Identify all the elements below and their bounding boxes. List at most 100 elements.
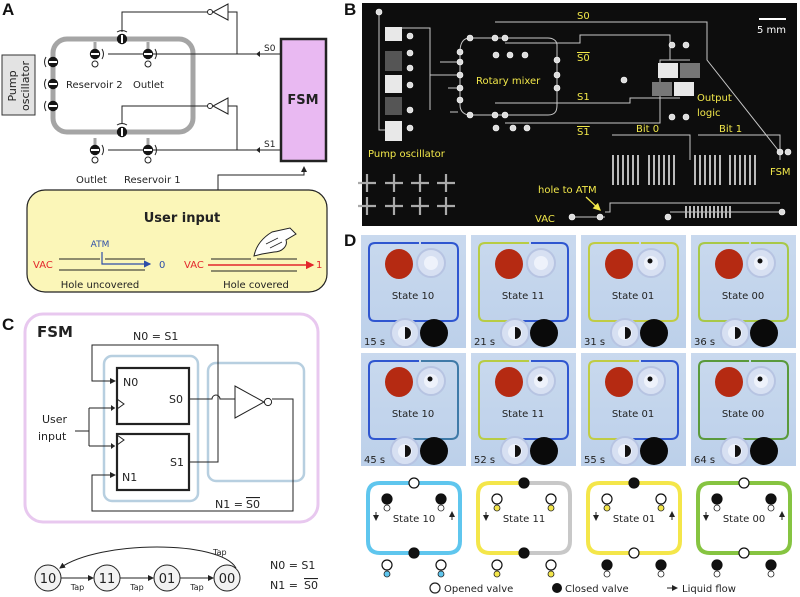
chip-fingers [358, 155, 756, 218]
port-valve [711, 493, 723, 505]
state-schematic: State 11 [476, 477, 572, 578]
top-valve [408, 477, 420, 489]
chip-port [682, 113, 690, 121]
pump-valve [47, 100, 59, 112]
port-hole [603, 570, 611, 578]
photo-time-label: 55 s [584, 455, 605, 466]
state-node-label: 00 [219, 572, 236, 587]
panel-c: C FSM N0 = S1 N0 S0 S1 N1 User input N1 … [2, 312, 320, 592]
black-dye-reservoir [640, 437, 668, 465]
chip-finger [637, 155, 639, 185]
pump-valve [47, 56, 59, 68]
chip-port [375, 8, 383, 16]
chip-cross [437, 197, 455, 215]
photo-frame: State 01 55 s [581, 353, 686, 466]
chip-port [501, 34, 509, 42]
n1-eq-bar: S0 [246, 498, 260, 511]
top-valve [628, 477, 640, 489]
chip-port [668, 113, 676, 121]
bottom-valve [628, 547, 640, 559]
chip-port [456, 96, 464, 104]
inverter-top [207, 3, 229, 21]
vac-left-label: VAC [33, 260, 53, 271]
port-hole [547, 504, 555, 512]
port-hole [547, 570, 555, 578]
chip-finger [719, 155, 721, 185]
pump-oscillator-box [1, 54, 36, 116]
output-zero-label: 0 [159, 260, 165, 271]
chip-finger [709, 155, 711, 185]
chip-port [492, 124, 500, 132]
port-valve [89, 144, 101, 156]
photo-time-label: 15 s [364, 337, 385, 348]
scale-bar-label: 5 mm [757, 25, 786, 36]
chip-channels [378, 12, 782, 218]
user-input-label-2: input [38, 430, 67, 443]
chip-finger [714, 155, 716, 185]
state-node-label: 01 [159, 572, 176, 587]
chip-port [456, 84, 464, 92]
outlet-top-label: Outlet [133, 80, 164, 91]
chip-rotary-mixer-label: Rotary mixer [476, 76, 541, 87]
rotary-valve-top [116, 33, 128, 45]
chip-output-logic-label-2: logic [697, 108, 721, 119]
port-valve [545, 493, 557, 505]
port-valve [491, 493, 503, 505]
chip-finger [729, 206, 731, 218]
photo-state-label: State 01 [612, 291, 654, 302]
chip-finger [693, 206, 695, 218]
tap-label: Tap [189, 583, 204, 592]
bottom-valve [738, 547, 750, 559]
chip-port [501, 111, 509, 119]
photo-state-label: State 01 [612, 409, 654, 420]
port-valve [491, 559, 503, 571]
chip-vac-label: VAC [535, 214, 555, 225]
chip-finger [713, 206, 715, 218]
chip-bit1-label: Bit 1 [719, 124, 742, 135]
vac-right-label: VAC [184, 260, 204, 271]
reservoir-2-label: Reservoir 2 [66, 80, 123, 91]
n0-eq-label: N0 = S1 [133, 330, 178, 343]
legend-opened-valve: Opened valve [444, 584, 513, 595]
chip-cross [411, 174, 429, 192]
black-dye-reservoir [530, 319, 558, 347]
state-schematic: State 01 [586, 477, 682, 578]
chip-finger [749, 155, 751, 185]
chip-finger [709, 206, 711, 218]
chip-finger [729, 155, 731, 185]
opened-valve-icon [429, 582, 441, 594]
red-dye-reservoir [385, 249, 413, 279]
port-hole [91, 156, 99, 164]
s1-label: S1 [264, 140, 275, 150]
chip-bit0-label: Bit 0 [636, 124, 659, 135]
black-dye-reservoir [530, 437, 558, 465]
chip-finger [694, 155, 696, 185]
flipflop-group-box [102, 354, 200, 503]
port-hole [91, 60, 99, 68]
photo-time-label: 21 s [474, 337, 495, 348]
chip-finger [744, 155, 746, 185]
photo-time-label: 45 s [364, 455, 385, 466]
chip-finger [717, 206, 719, 218]
fsm-box [279, 37, 328, 163]
port-valve [435, 559, 447, 571]
flipflop-s1 [115, 432, 191, 492]
chip-finger [632, 155, 634, 185]
eq-n0-s1: N0 = S1 [270, 559, 315, 572]
chip-port [492, 51, 500, 59]
chip-finger [725, 206, 727, 218]
chip-finger [704, 155, 706, 185]
chip-cross [385, 174, 403, 192]
bottom-valve [408, 547, 420, 559]
red-dye-reservoir [715, 249, 743, 279]
chip-port [456, 48, 464, 56]
photo-state-label: State 11 [502, 409, 544, 420]
chip-finger [701, 206, 703, 218]
chip-s0-bar-label: S0 [577, 53, 590, 64]
chip-port [778, 208, 786, 216]
user-input-title: User input [144, 211, 221, 226]
